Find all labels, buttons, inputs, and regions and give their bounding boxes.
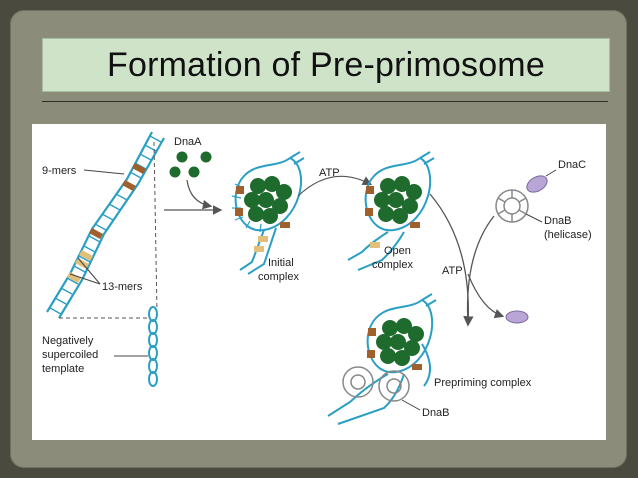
- 9mer-site-1: [132, 163, 146, 174]
- label-atp-2: ATP: [442, 265, 463, 277]
- title-box: Formation of Pre-primosome: [42, 38, 610, 92]
- label-dnaB-2: DnaB: [422, 407, 450, 419]
- prepriming-complex: [327, 293, 437, 425]
- 9mer-site-3: [89, 228, 103, 239]
- 13mer-site-1: [79, 250, 93, 261]
- label-atp-1: ATP: [319, 167, 340, 179]
- 13mer-site-3: [67, 272, 81, 283]
- label-template: template: [42, 363, 84, 375]
- slide-title: Formation of Pre-primosome: [107, 45, 545, 84]
- label-initial: Initial: [268, 257, 294, 269]
- label-supercoiled: supercoiled: [42, 349, 98, 361]
- 9mer-site-2: [122, 180, 136, 191]
- label-13mers: 13-mers: [102, 281, 143, 293]
- title-divider: [42, 101, 608, 102]
- label-open-complex: complex: [372, 259, 413, 271]
- pre-primosome-diagram: 9-mers 13-mers Negatively supercoiled te…: [42, 131, 592, 425]
- label-prepriming: Prepriming complex: [434, 377, 532, 389]
- label-helicase: (helicase): [544, 229, 592, 241]
- dnaC-released: [505, 310, 529, 324]
- label-open: Open: [384, 245, 411, 257]
- label-dnaC: DnaC: [558, 159, 586, 171]
- label-dnaB-1: DnaB: [544, 215, 572, 227]
- dna-template: [46, 131, 165, 319]
- diagram-figure: 9-mers 13-mers Negatively supercoiled te…: [32, 124, 606, 440]
- initial-complex: [231, 151, 305, 275]
- label-negatively: Negatively: [42, 335, 94, 347]
- dnaC-protein: [526, 175, 548, 193]
- label-dnaA: DnaA: [174, 136, 202, 148]
- label-9mers: 9-mers: [42, 165, 77, 177]
- dnaA-monomers: [169, 151, 212, 178]
- open-complex: [347, 151, 435, 271]
- dnaB-hexamer-free: [495, 189, 529, 223]
- supercoiled-template: [148, 306, 158, 387]
- label-initial-complex: complex: [258, 271, 299, 283]
